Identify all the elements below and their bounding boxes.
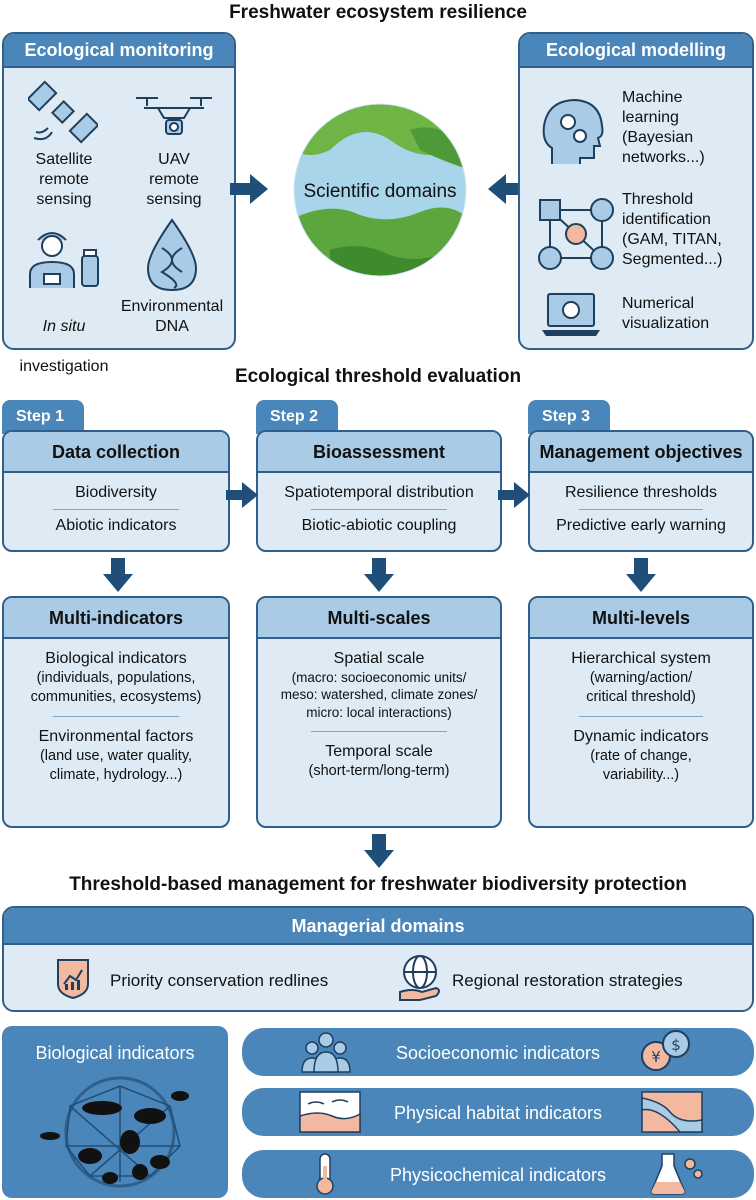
- modelling-header: Ecological modelling: [520, 34, 752, 68]
- arrow-right-icon: [498, 482, 530, 508]
- step-3-item-2: Predictive early warning: [556, 517, 726, 534]
- divider: [311, 730, 447, 732]
- multi-3-b1: Hierarchical system: [571, 650, 711, 667]
- multi-1-b2: Environmental factors: [38, 728, 194, 746]
- redlines-label: Priority conservation redlines: [110, 971, 329, 990]
- biological-indicators-panel: Biological indicators: [2, 1026, 228, 1198]
- multi-2-b2s: (short-term/long-term): [308, 762, 450, 779]
- flask-icon: [650, 1153, 703, 1195]
- step-2-item-2: Biotic-abiotic coupling: [301, 517, 457, 534]
- divider: [53, 509, 179, 510]
- insitu-label: In situ investigation: [6, 297, 122, 377]
- management-title: Threshold-based management for freshwate…: [69, 874, 687, 895]
- river-map-icon: [641, 1091, 703, 1133]
- divider: [311, 509, 447, 510]
- uav-label: UAV remote sensing: [146, 151, 202, 208]
- step-3-item-1: Resilience thresholds: [564, 484, 718, 501]
- dna-drop-icon: [146, 218, 198, 292]
- step-2-item-1: Spatiotemporal distribution: [284, 484, 474, 501]
- managerial-header: Managerial domains: [4, 908, 752, 945]
- svg-text:¥: ¥: [651, 1048, 661, 1066]
- biodiversity-network-icon: [40, 1076, 189, 1188]
- step-1-card: Data collection Biodiversity Abiotic ind…: [2, 430, 230, 552]
- managerial-domains-panel: Managerial domains: [2, 906, 754, 1012]
- arrow-left-icon: [488, 174, 526, 204]
- numerical-label: Numerical visualization: [622, 295, 710, 332]
- threshold-label: Threshold identification (GAM, TITAN, Se…: [622, 191, 723, 268]
- multi-3-b2s: (rate of change, variability...): [590, 748, 692, 783]
- main-title: Freshwater ecosystem resilience: [229, 2, 527, 23]
- multi-levels-title: Multi-levels: [530, 598, 752, 639]
- drone-icon: [136, 97, 212, 135]
- multi-2-b1: Spatial scale: [333, 650, 425, 667]
- step-2-title: Bioassessment: [258, 432, 500, 473]
- arrow-right-icon: [226, 482, 258, 508]
- multi-1-b1s: (individuals, populations, communities, …: [30, 670, 202, 705]
- edna-label: Environmental DNA: [120, 298, 224, 335]
- arrow-down-icon: [626, 558, 656, 592]
- multi-indicators-title: Multi-indicators: [4, 598, 228, 639]
- multi-2-b1s: (macro: socioeconomic units/ meso: water…: [280, 670, 478, 720]
- step-1-title: Data collection: [4, 432, 228, 473]
- multi-3-b2: Dynamic indicators: [573, 728, 709, 746]
- scientific-domains-label: Scientific domains: [303, 181, 457, 202]
- multi-scales-title: Multi-scales: [258, 598, 500, 639]
- insitu-rest: investigation: [19, 358, 109, 375]
- step-1-tab: Step 1: [2, 400, 84, 434]
- physicochemical-label: Physicochemical indicators: [389, 1165, 607, 1185]
- arrow-down-icon: [364, 558, 394, 592]
- arrow-down-icon: [103, 558, 133, 592]
- divider: [578, 509, 704, 510]
- step-1-item-1: Biodiversity: [75, 484, 157, 501]
- multi-3-b1s: (warning/action/ critical threshold): [586, 670, 696, 705]
- satellite-icon: [28, 80, 98, 144]
- multi-2-b2: Temporal scale: [325, 742, 433, 760]
- multi-indicators-card: Multi-indicators Biological indicators (…: [2, 596, 230, 828]
- arrow-down-icon: [364, 834, 394, 868]
- investigator-icon: [29, 232, 99, 288]
- riverbed-icon: [299, 1091, 361, 1133]
- step-3-card: Management objectives Resilience thresho…: [528, 430, 754, 552]
- multi-1-b2s: (land use, water quality, climate, hydro…: [39, 748, 193, 783]
- people-group-icon: [301, 1032, 351, 1073]
- socioeconomic-label: Socioeconomic indicators: [395, 1043, 601, 1063]
- insitu-italic: In situ: [42, 318, 86, 335]
- globe-icon: [293, 103, 467, 277]
- arrow-right-icon: [230, 174, 268, 204]
- divider: [53, 716, 179, 718]
- network-icon: [538, 198, 614, 270]
- step-2-tab: Step 2: [256, 400, 338, 434]
- physical-habitat-label: Physical habitat indicators: [393, 1103, 603, 1123]
- machine-learning-head-icon: [542, 98, 604, 164]
- laptop-icon: [542, 293, 600, 336]
- satellite-label: Satellite remote sensing: [35, 151, 93, 208]
- divider: [578, 716, 704, 718]
- monitoring-header: Ecological monitoring: [4, 34, 234, 68]
- step-2-card: Bioassessment Spatiotemporal distributio…: [256, 430, 502, 552]
- step-3-tab: Step 3: [528, 400, 610, 434]
- multi-levels-card: Multi-levels Hierarchical system (warnin…: [528, 596, 754, 828]
- step-3-title: Management objectives: [530, 432, 752, 473]
- biological-indicators-label: Biological indicators: [35, 1043, 195, 1063]
- evaluation-title: Ecological threshold evaluation: [234, 366, 522, 387]
- step-1-item-2: Abiotic indicators: [55, 517, 177, 534]
- globe-hand-icon: [399, 955, 440, 1001]
- restoration-label: Regional restoration strategies: [452, 971, 683, 990]
- ml-label: Machine learning (Bayesian networks...): [622, 89, 705, 166]
- badge-chart-icon: [57, 959, 89, 1000]
- multi-scales-card: Multi-scales Spatial scale (macro: socio…: [256, 596, 502, 828]
- thermometer-icon: [316, 1153, 334, 1195]
- currency-coins-icon: ¥ $: [641, 1030, 690, 1071]
- multi-1-b1: Biological indicators: [45, 650, 187, 667]
- svg-text:$: $: [671, 1036, 681, 1054]
